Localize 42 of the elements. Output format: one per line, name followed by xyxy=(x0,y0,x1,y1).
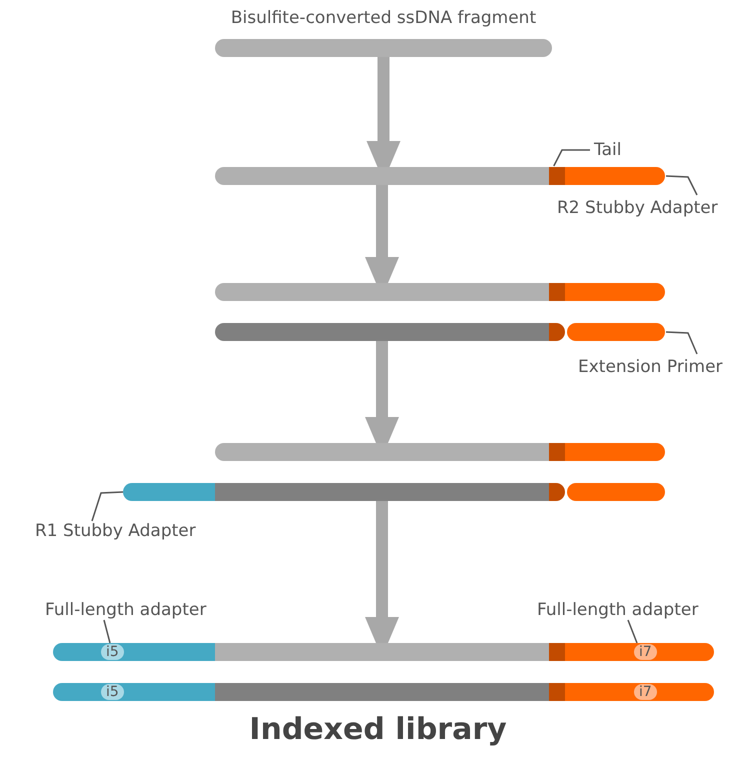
adapter-segment xyxy=(123,483,215,501)
adapter-segment xyxy=(53,643,215,661)
dna-fragment-bar xyxy=(215,167,549,185)
index-label: i7 xyxy=(634,684,657,700)
leader-line xyxy=(553,149,590,166)
leader-line xyxy=(666,175,698,196)
tail-segment xyxy=(549,643,565,661)
index-label: i7 xyxy=(634,644,657,660)
callout-label: Tail xyxy=(594,140,622,160)
adapter-segment xyxy=(565,643,714,661)
dna-fragment-bar xyxy=(215,643,549,661)
caption: Indexed library xyxy=(249,712,507,747)
leader-line xyxy=(627,620,638,644)
adapter-segment xyxy=(53,683,215,701)
leader-line xyxy=(91,491,124,522)
dna-strand-bar xyxy=(215,683,549,701)
callout-label: R2 Stubby Adapter xyxy=(557,198,718,218)
adapter-segment xyxy=(565,283,665,301)
leader-line xyxy=(103,620,111,644)
tail-segment xyxy=(549,483,565,501)
tail-segment xyxy=(549,323,565,341)
index-label: i5 xyxy=(101,684,124,700)
dna-strand-bar xyxy=(215,483,549,501)
tail-segment xyxy=(549,167,565,185)
tail-segment xyxy=(549,683,565,701)
callout-label: Full-length adapter xyxy=(537,600,698,620)
callout-label: Full-length adapter xyxy=(45,600,206,620)
index-label: i5 xyxy=(101,644,124,660)
adapter-segment xyxy=(567,323,665,341)
tail-segment xyxy=(549,283,565,301)
dna-fragment-bar xyxy=(215,283,549,301)
adapter-segment xyxy=(565,443,665,461)
callout-label: R1 Stubby Adapter xyxy=(35,521,196,541)
leader-line xyxy=(666,331,698,354)
adapter-segment xyxy=(565,683,714,701)
adapter-segment xyxy=(565,167,665,185)
adapter-segment xyxy=(567,483,665,501)
heading-text: Bisulfite-converted ssDNA fragment xyxy=(230,8,536,28)
callout-label: Extension Primer xyxy=(578,357,723,377)
tail-segment xyxy=(549,443,565,461)
dna-strand-bar xyxy=(215,323,549,341)
dna-fragment-bar xyxy=(215,443,549,461)
